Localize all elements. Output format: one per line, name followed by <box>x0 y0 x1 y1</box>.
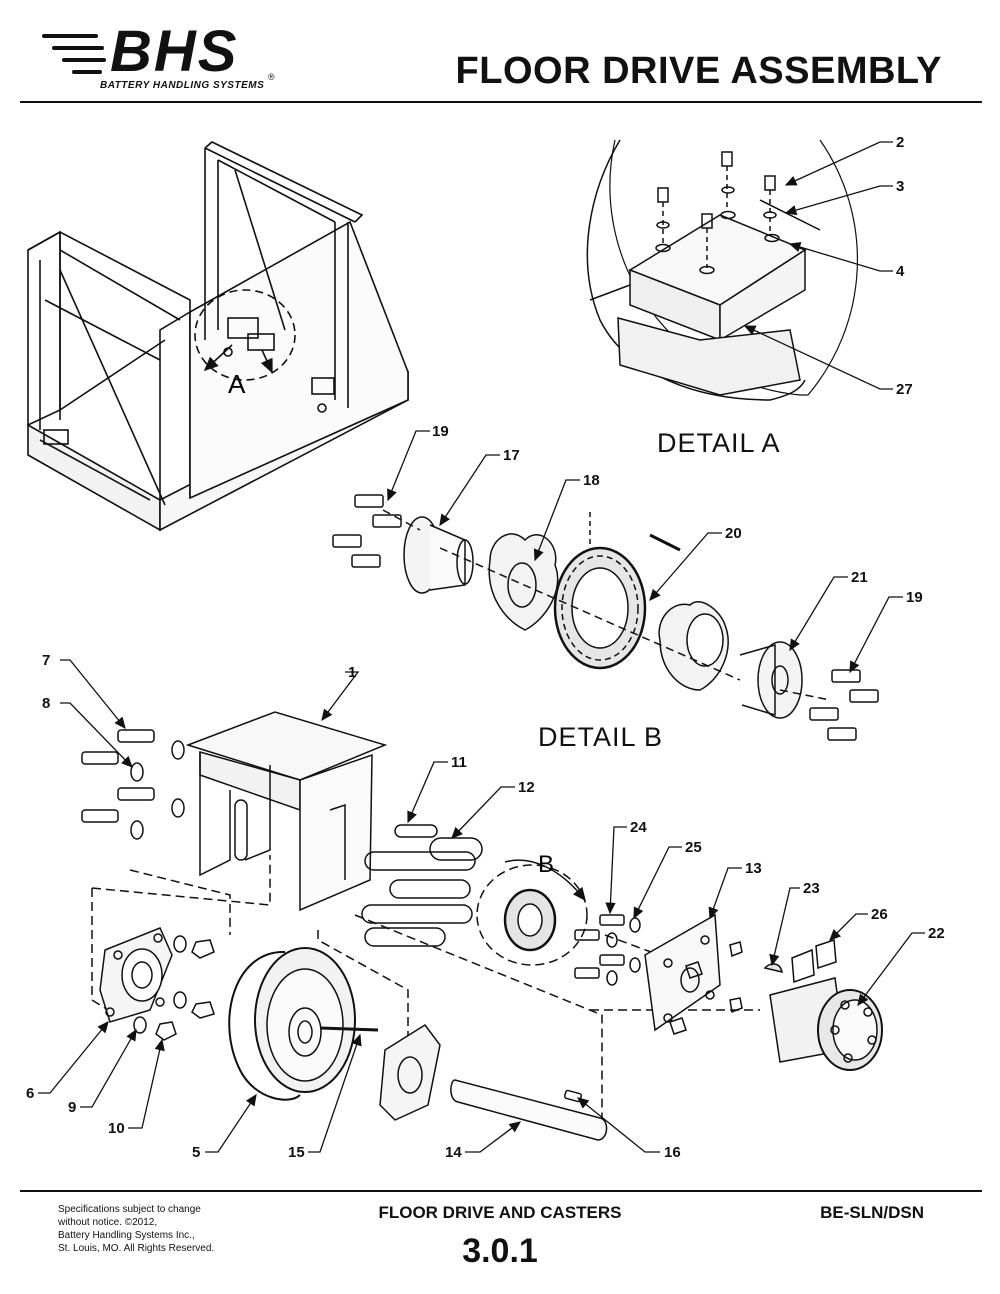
header-divider <box>20 101 982 103</box>
callout-24: 24 <box>630 819 647 836</box>
callout-13: 13 <box>745 860 762 877</box>
frame-overview <box>27 141 409 532</box>
callout-4: 4 <box>896 263 905 280</box>
callout-19-right: 19 <box>906 589 923 606</box>
detail-b-label: DETAIL B <box>538 722 664 752</box>
disclaimer-line: St. Louis, MO. All Rights Reserved. <box>58 1243 215 1254</box>
logo-speed-line <box>52 46 104 50</box>
page-number: 3.0.1 <box>462 1232 538 1270</box>
logo-speed-line <box>72 70 102 74</box>
logo-subtitle: BATTERY HANDLING SYSTEMS <box>100 80 265 91</box>
callout-21: 21 <box>851 569 868 586</box>
callout-23: 23 <box>803 880 820 897</box>
callout-7: 7 <box>42 652 50 669</box>
callout-2: 2 <box>896 134 904 151</box>
disclaimer-line: Battery Handling Systems Inc., <box>58 1230 195 1241</box>
callout-15: 15 <box>288 1144 305 1161</box>
footer-disclaimer: Specifications subject to change without… <box>58 1203 248 1255</box>
callout-26: 26 <box>871 906 888 923</box>
callout-12: 12 <box>518 779 535 796</box>
disclaimer-line: without notice. ©2012, <box>58 1217 158 1228</box>
footer-divider <box>20 1190 982 1192</box>
callout-8: 8 <box>42 695 50 712</box>
detail-a-label: DETAIL A <box>657 428 781 458</box>
detail-b-view <box>332 494 879 741</box>
callout-11: 11 <box>451 754 467 771</box>
callout-6: 6 <box>26 1085 34 1102</box>
detail-b-marker: B <box>538 851 554 878</box>
callout-20: 20 <box>725 525 742 542</box>
callout-leaders <box>38 141 925 1153</box>
main-exploded-assembly <box>81 711 883 1141</box>
callout-1: 1 <box>348 664 356 681</box>
callout-25: 25 <box>685 839 702 856</box>
disclaimer-line: Specifications subject to change <box>58 1204 201 1215</box>
logo-registered: ® <box>268 72 275 82</box>
callout-9: 9 <box>68 1099 76 1116</box>
callout-numbers: 2 3 4 27 19 17 18 20 21 19 1 7 8 11 12 1… <box>26 134 945 1161</box>
footer-model: BE-SLN/DSN <box>820 1203 924 1222</box>
callout-5: 5 <box>192 1144 200 1161</box>
callout-10: 10 <box>108 1120 125 1137</box>
callout-18: 18 <box>583 472 600 489</box>
detail-a-view <box>586 139 858 401</box>
footer-section-title: FLOOR DRIVE AND CASTERS <box>378 1203 622 1222</box>
callout-27: 27 <box>896 381 913 398</box>
logo-mark: BHS <box>110 19 239 84</box>
callout-19-top: 19 <box>432 423 449 440</box>
bhs-logo: BHS ® BATTERY HANDLING SYSTEMS <box>42 20 302 94</box>
logo-speed-line <box>42 34 98 38</box>
page-title: FLOOR DRIVE ASSEMBLY <box>455 50 942 92</box>
logo-speed-line <box>62 58 106 62</box>
callout-22: 22 <box>928 925 945 942</box>
callout-3: 3 <box>896 178 904 195</box>
callout-16: 16 <box>664 1144 681 1161</box>
callout-17: 17 <box>503 447 520 464</box>
detail-a-marker: A <box>228 369 246 399</box>
callout-14: 14 <box>445 1144 462 1161</box>
